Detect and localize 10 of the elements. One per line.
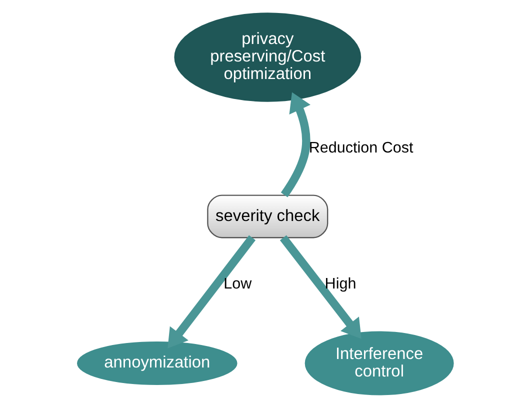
arrow bbox=[279, 235, 361, 339]
node-box: severity check bbox=[206, 194, 328, 238]
node-ellipse: privacy preserving/Cost optimization bbox=[174, 12, 361, 102]
edge-label: Low bbox=[223, 276, 252, 293]
edge-label: Reduction Cost bbox=[308, 139, 413, 156]
node-ellipse: Interference control bbox=[304, 331, 454, 396]
arrow bbox=[280, 92, 310, 198]
arrow bbox=[167, 235, 256, 348]
node-ellipse: annoymization bbox=[76, 342, 237, 385]
edge-label: High bbox=[324, 276, 356, 293]
